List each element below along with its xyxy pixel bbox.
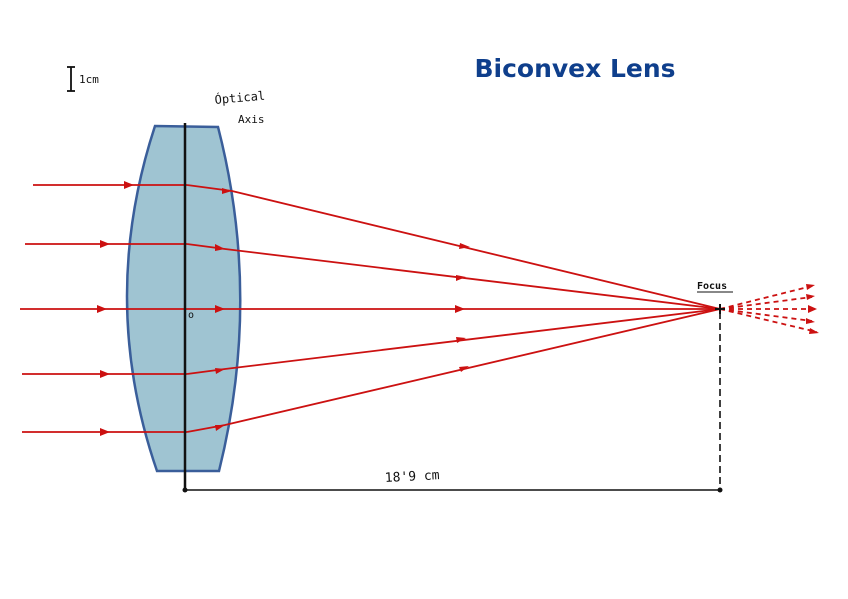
refracted-rays <box>186 184 721 433</box>
diverging-dashed-rays <box>719 284 819 334</box>
scale-label: 1cm <box>79 73 99 86</box>
scale-indicator: 1cm <box>67 66 99 92</box>
dimension-end-dot <box>717 487 723 493</box>
optical-axis-label-line1: Óptical <box>214 88 266 107</box>
focus-label: Focus <box>697 281 727 292</box>
optical-axis-label-line2: Axis <box>238 113 265 126</box>
biconvex-lens <box>125 124 242 473</box>
origin-label: o <box>188 310 194 321</box>
dimension-start-dot <box>182 487 188 493</box>
diagram-title: Biconvex Lens <box>474 54 675 83</box>
focal-distance-label: 18'9 cm <box>384 468 440 486</box>
incident-rays <box>20 181 187 436</box>
